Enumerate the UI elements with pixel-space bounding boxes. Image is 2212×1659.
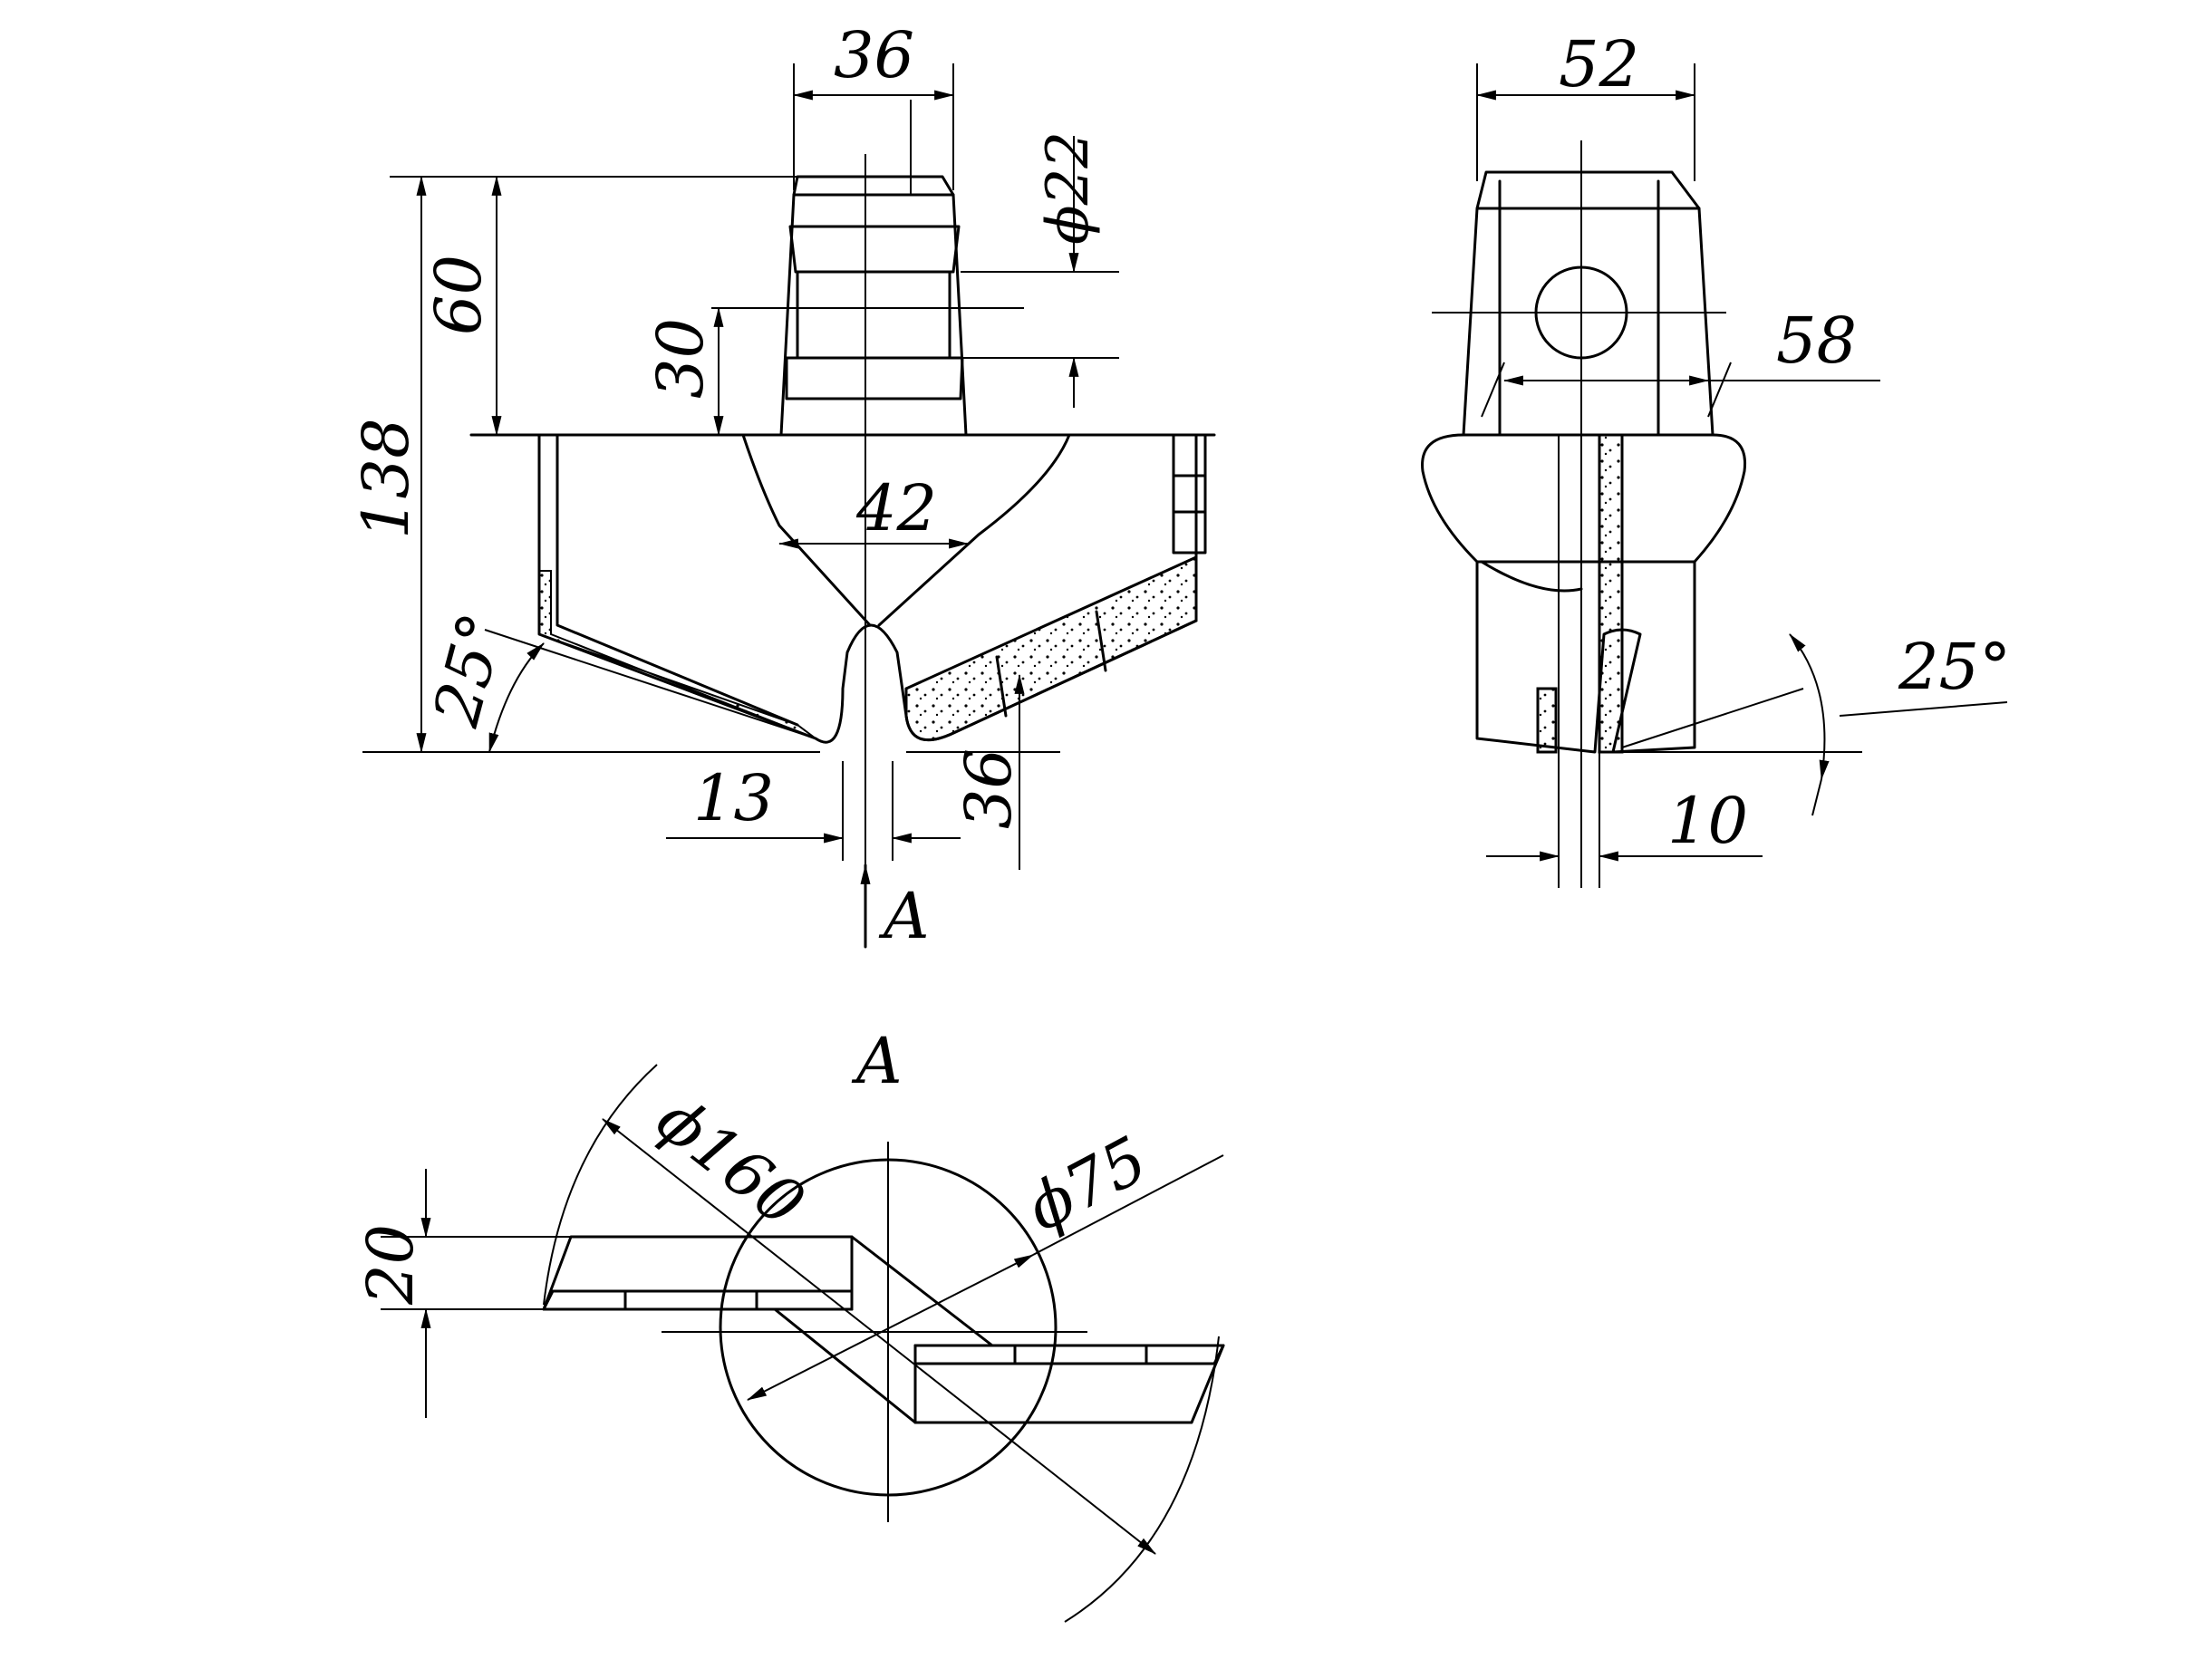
front-dimensions: 36 ϕ22 60 30 138 42 25° 36 [349, 18, 1119, 953]
dim-13: 13 [693, 761, 774, 835]
dim-58: 58 [1776, 304, 1857, 378]
dim-25-right: 25° [1898, 630, 2011, 704]
dim-36-top: 36 [834, 18, 914, 92]
front-view [469, 100, 1216, 947]
dim-42: 42 [855, 471, 937, 545]
dim-52: 52 [1559, 27, 1639, 101]
dim-20: 20 [353, 1224, 428, 1306]
dim-phi22: ϕ22 [1035, 131, 1102, 245]
view-arrow-label: A [878, 879, 930, 953]
dim-25-left: 25° [419, 605, 520, 734]
dim-60: 60 [421, 255, 496, 335]
view-a: A [542, 1024, 1225, 1623]
dim-30: 30 [643, 318, 718, 399]
view-title: A [851, 1024, 903, 1098]
dim-138: 138 [349, 418, 423, 539]
dim-phi160: ϕ160 [643, 1082, 818, 1241]
view-a-dimensions: ϕ160 ϕ75 20 [353, 1082, 1224, 1555]
side-dimensions: 52 58 25° 10 [1475, 27, 2011, 862]
dim-10: 10 [1667, 784, 1748, 858]
side-view [1421, 140, 1747, 888]
dim-36-bottom: 36 [951, 748, 1026, 829]
